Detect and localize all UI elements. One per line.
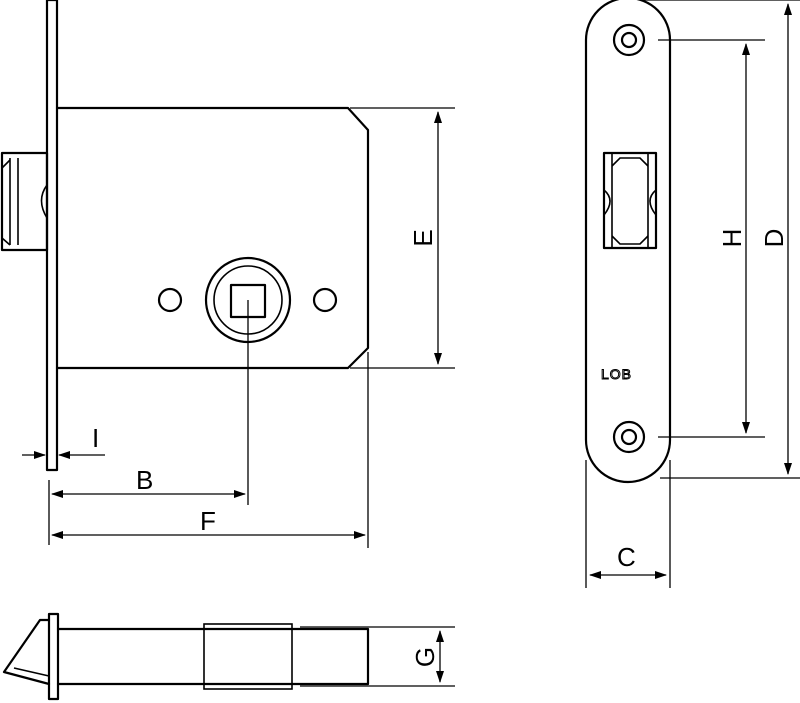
- screw-hole-right: [312, 287, 338, 313]
- forend-plate: [45, 0, 59, 472]
- latch-opening: [602, 151, 658, 250]
- faceplate-screw-bottom: [612, 420, 646, 454]
- dimension-f: F: [51, 352, 369, 548]
- lock-front-view: [0, 0, 370, 472]
- top-case: [56, 627, 370, 686]
- brand-logo: LOB: [601, 366, 632, 382]
- top-hub: [203, 623, 293, 690]
- lock-case: [55, 106, 370, 370]
- label-i: I: [92, 423, 99, 453]
- faceplate-outline: [584, 0, 672, 484]
- dimension-g: G: [300, 626, 455, 687]
- label-f: F: [200, 506, 216, 536]
- dimension-b: B: [48, 300, 249, 545]
- label-d: D: [759, 229, 789, 248]
- label-h: H: [717, 229, 747, 248]
- label-c: C: [617, 542, 636, 572]
- label-b: B: [136, 465, 153, 495]
- dimension-d: D: [640, 0, 800, 479]
- dimension-e: E: [350, 107, 455, 369]
- dimension-c: C: [585, 460, 671, 588]
- screw-hole-left: [157, 287, 183, 313]
- label-g: G: [410, 647, 440, 667]
- label-e: E: [408, 229, 438, 246]
- dimension-i: I: [22, 380, 105, 470]
- latch-bolt: [0, 151, 49, 252]
- lock-top-view: [2, 612, 370, 701]
- top-latch: [2, 618, 51, 686]
- top-forend: [47, 612, 60, 701]
- faceplate-screw-top: [612, 23, 646, 57]
- faceplate-view: LOB: [584, 0, 672, 484]
- dimension-h: H: [658, 39, 765, 438]
